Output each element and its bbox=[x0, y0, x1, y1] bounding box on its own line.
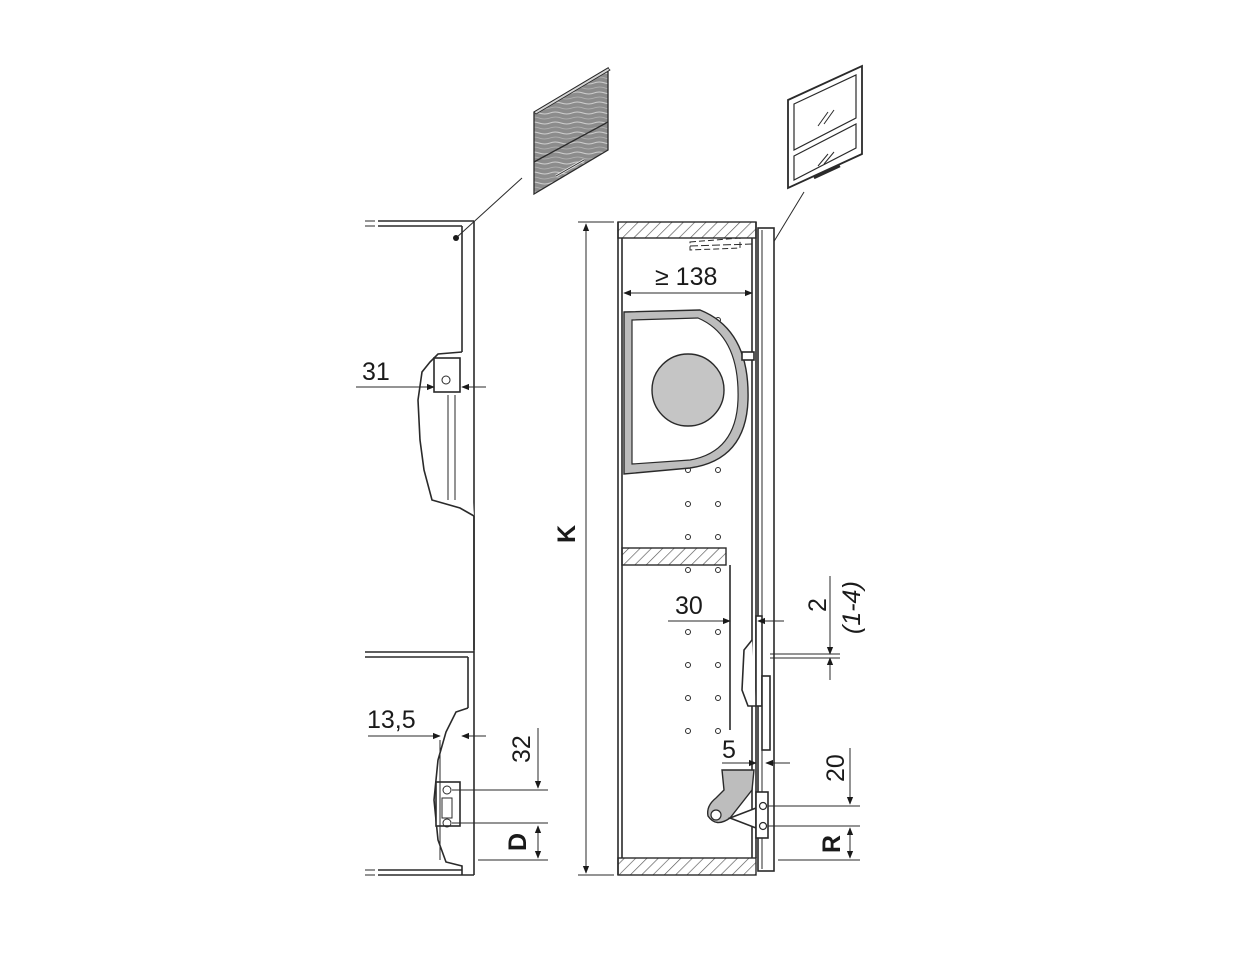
leader-line-left bbox=[455, 177, 523, 239]
dimension-lines bbox=[356, 221, 860, 876]
dim-label-13-5: 13,5 bbox=[367, 706, 416, 734]
dim-label-d: D bbox=[504, 833, 532, 851]
dim-label-1-4: (1-4) bbox=[838, 581, 866, 634]
dim-label-2: 2 bbox=[804, 598, 832, 612]
upper-hinge-plate bbox=[433, 357, 461, 393]
dim-label-k: K bbox=[553, 525, 581, 543]
dim-label-5: 5 bbox=[722, 736, 736, 764]
middle-hinge-fitting bbox=[741, 639, 756, 707]
glass-door-icon bbox=[787, 64, 863, 190]
lower-hinge-plate-front bbox=[755, 791, 769, 839]
wood-door-icon bbox=[533, 66, 611, 196]
left-side-view bbox=[365, 220, 475, 876]
dim-label-31: 31 bbox=[362, 358, 390, 386]
dim-label-32: 32 bbox=[508, 735, 536, 763]
dim-label-20: 20 bbox=[822, 754, 850, 782]
cabinet-front-view bbox=[617, 221, 775, 876]
leader-dot-left bbox=[453, 235, 459, 241]
dim-label-r: R bbox=[818, 835, 846, 853]
dim-label-30: 30 bbox=[675, 592, 703, 620]
dim-label-138: ≥ 138 bbox=[655, 263, 717, 291]
leader-line-right bbox=[769, 191, 805, 249]
